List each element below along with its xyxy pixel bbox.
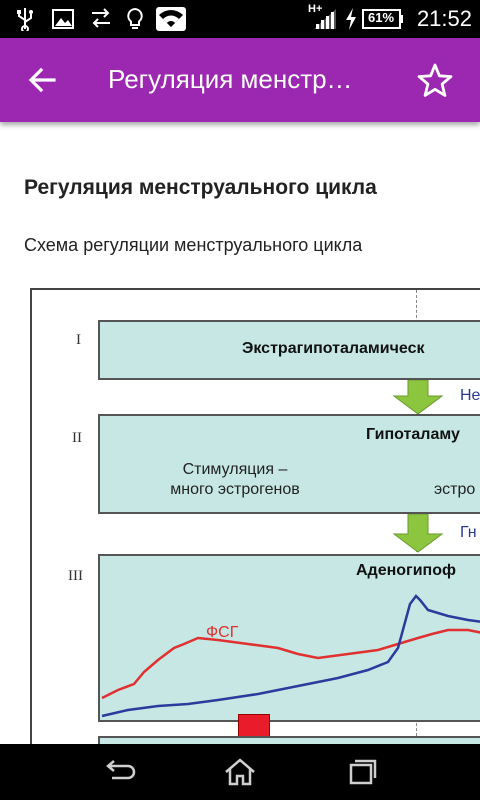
level-numeral: II [72, 430, 82, 446]
signal-icon [314, 9, 336, 29]
battery-icon [362, 9, 403, 29]
box-title: Аденогипоф [356, 562, 456, 579]
bulb-icon [127, 7, 143, 29]
status-time: 21:52 [416, 6, 472, 31]
wifi-icon [156, 7, 186, 31]
level-numeral: I [76, 332, 81, 348]
home-icon[interactable] [220, 756, 260, 788]
app-bar: Регуляция менструального цикла [0, 38, 480, 122]
star-outline-icon[interactable] [416, 62, 454, 100]
hypothalamus-box: Гипоталаму Стимуляция – много эстрогенов… [98, 414, 480, 514]
estrogen-text: эстро [434, 481, 476, 498]
next-level-box [98, 736, 480, 746]
article-subtitle: Схема регуляции менструального цикла [24, 235, 363, 255]
article-heading: Регуляция менструального цикла [24, 176, 377, 199]
page-title: Регуляция менструального цикла [108, 64, 358, 94]
box-title: Экстрагипоталамическ [242, 340, 425, 357]
recents-icon[interactable] [340, 756, 380, 788]
navigation-bar [0, 744, 480, 800]
stimulation-text: Стимуляция – много эстрогенов [170, 461, 300, 498]
charging-icon [346, 8, 356, 30]
box-title: Гипоталаму [366, 426, 460, 443]
fsh-label: ФСГ [206, 624, 239, 641]
arrow-down-icon [392, 380, 444, 415]
back-nav-icon[interactable] [100, 756, 140, 788]
hormone-curves [101, 594, 480, 718]
arrow-label: Не [460, 387, 480, 404]
network-type: H+ [308, 3, 323, 15]
status-bar: H+ 61% 21:52 [0, 0, 480, 38]
lh-curve [101, 594, 480, 718]
arrow-down-icon [392, 514, 444, 553]
fsh-curve [101, 628, 480, 700]
data-transfer-icon [92, 8, 110, 28]
regulation-diagram: I Экстрагипоталамическ Не II Гипоталаму … [30, 288, 480, 746]
level-numeral: III [68, 568, 83, 584]
arrow-label: Гн [460, 524, 477, 541]
battery-percentage: 61% [368, 10, 395, 25]
extrahypothalamic-box: Экстрагипоталамическ [98, 320, 480, 380]
usb-icon [17, 8, 33, 31]
arrow-left-icon[interactable] [24, 62, 60, 98]
image-icon [52, 9, 74, 29]
